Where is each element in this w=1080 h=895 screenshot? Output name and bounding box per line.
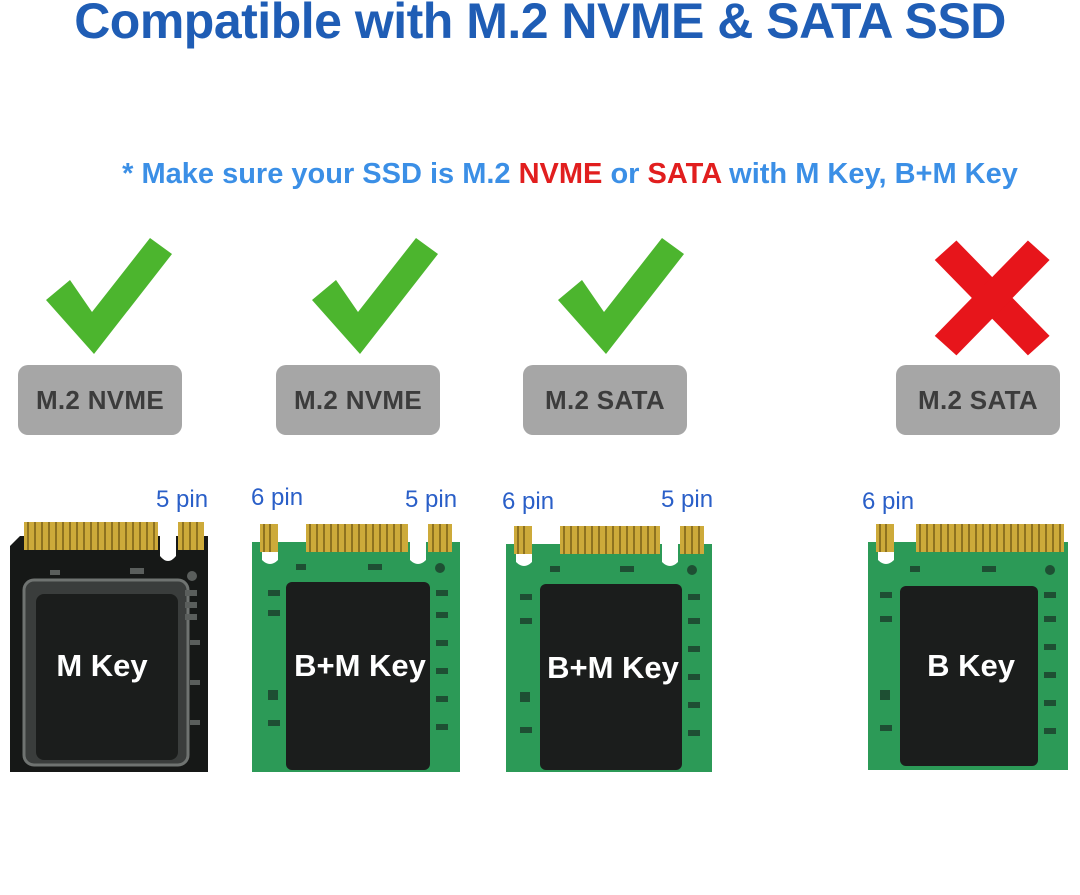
pin-label-right: 5 pin: [661, 486, 714, 513]
type-label-1: M.2 NVME: [18, 365, 182, 435]
pin-label-right: 5 pin: [156, 486, 209, 513]
check-icon: [558, 238, 684, 354]
pin-label-right: 5 pin: [405, 486, 458, 513]
key-label: B Key: [927, 648, 1015, 683]
ssd-card-m-key: M Key: [10, 520, 210, 772]
ssd-pcb-image: [868, 524, 1068, 770]
key-label: B+M Key: [547, 650, 679, 685]
ssd-pcb-image: [506, 526, 712, 772]
note-or: or: [602, 158, 648, 190]
type-label-2: M.2 NVME: [276, 365, 440, 435]
cross-icon: [934, 240, 1050, 356]
compatibility-note: * Make sure your SSD is M.2 NVME or SATA…: [0, 158, 1080, 191]
ssd-pcb-image: [252, 524, 460, 772]
note-nvme: NVME: [518, 158, 603, 190]
key-label: B+M Key: [294, 648, 426, 683]
type-label-3: M.2 SATA: [523, 365, 687, 435]
note-prefix: * Make sure your SSD is M.2: [122, 158, 519, 190]
pin-label-left: 6 pin: [251, 484, 304, 511]
ssd-card-bm-key: B+M Key: [248, 520, 464, 772]
note-sata: SATA: [647, 158, 722, 190]
pin-label-left: 6 pin: [502, 488, 555, 515]
check-icon: [312, 238, 438, 354]
ssd-card-bm-key: B+M Key: [502, 522, 716, 772]
ssd-card-b-key: B Key: [864, 520, 1070, 770]
note-suffix: with M Key, B+M Key: [721, 158, 1018, 190]
ssd-pcb-image: [10, 522, 208, 772]
pin-label-left: 6 pin: [862, 488, 915, 515]
key-label: M Key: [56, 648, 148, 683]
page-title: Compatible with M.2 NVME & SATA SSD: [74, 0, 1006, 49]
check-icon: [46, 238, 172, 354]
type-label-4: M.2 SATA: [896, 365, 1060, 435]
